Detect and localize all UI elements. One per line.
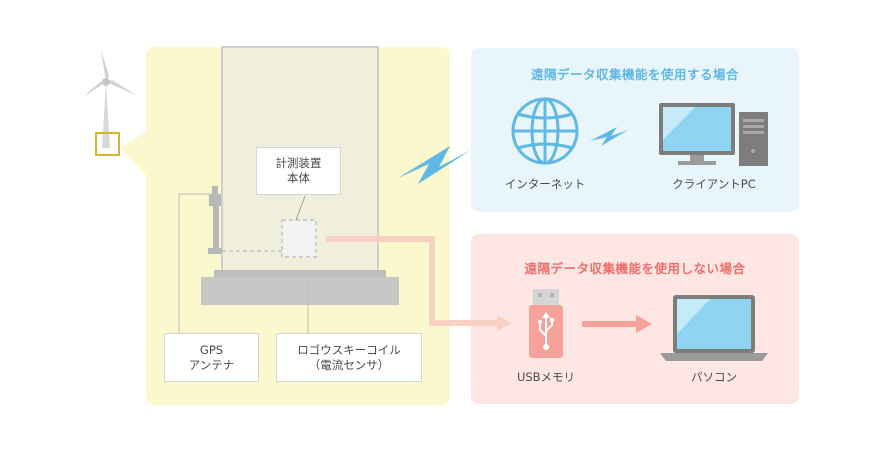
device-label: 計測装置 本体 — [256, 147, 341, 195]
gps-label-line1: GPS — [199, 342, 224, 357]
client-pc-label: クライアントPC — [672, 177, 756, 191]
remote-panel — [471, 48, 799, 212]
device-label-line2: 本体 — [287, 171, 310, 185]
arrow-right-icon — [497, 315, 512, 331]
zoom-connector — [120, 132, 146, 175]
usb-memory-icon — [529, 289, 563, 358]
measuring-device — [281, 219, 317, 258]
data-route-arrow — [326, 236, 499, 326]
coil-label: ロゴウスキーコイル （電流センサ） — [276, 333, 422, 382]
globe-icon — [511, 97, 579, 165]
device-pointer — [295, 195, 306, 221]
desktop-pc-icon — [659, 103, 768, 166]
local-panel — [471, 234, 799, 404]
gps-antenna-icon — [208, 186, 222, 254]
turbine-zoom-frame — [95, 132, 120, 156]
wind-turbine-icon — [82, 50, 136, 148]
gps-leader — [178, 193, 210, 333]
lightning-bolt-icon — [590, 127, 628, 146]
local-title: 遠隔データ収集機能を使用しない場合 — [524, 261, 746, 276]
internet-label: インターネット — [504, 177, 586, 191]
arrow-right-icon — [636, 315, 652, 333]
gps-label: GPS アンテナ — [164, 333, 259, 382]
coil-label-line1: ロゴウスキーコイル — [297, 342, 401, 357]
lightning-bolt-icon — [398, 146, 471, 184]
gps-label-line2: アンテナ — [188, 357, 235, 372]
coil-label-line2: （電流センサ） — [308, 357, 390, 372]
remote-title: 遠隔データ収集機能を使用する場合 — [530, 67, 739, 82]
usb-label: USBメモリ — [516, 370, 576, 384]
laptop-icon — [660, 295, 768, 361]
device-label-line1: 計測装置 — [275, 156, 322, 170]
tower-base — [201, 277, 399, 305]
pc-label: パソコン — [691, 370, 737, 384]
tower-base-top — [214, 270, 386, 278]
